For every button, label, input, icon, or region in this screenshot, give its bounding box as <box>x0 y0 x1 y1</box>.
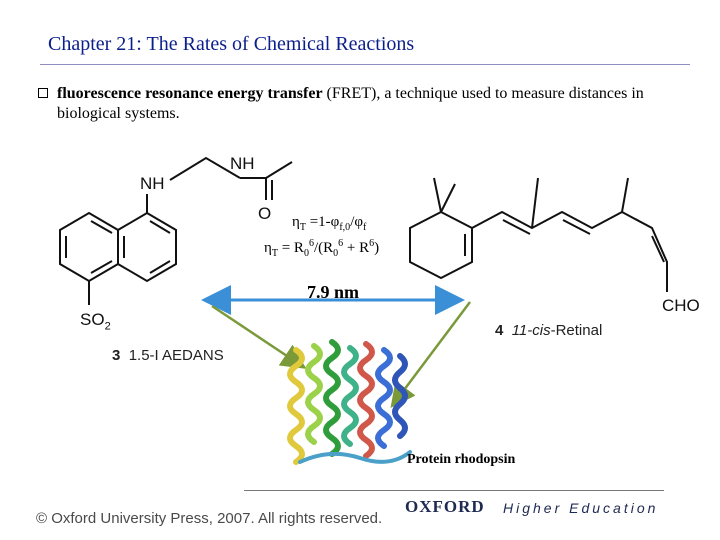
bullet-description: (FRET), a technique used to measure dist… <box>57 85 644 122</box>
footer-divider <box>244 490 664 491</box>
aldehyde-cho-label: CHO <box>662 296 700 315</box>
aedans-structure <box>59 156 293 305</box>
eq1-sub-f: f <box>363 222 367 233</box>
eq2-sub-0a: 0 <box>303 248 309 259</box>
eq2-sup-6c: 6 <box>369 238 375 249</box>
eq1-sub-t: T <box>299 222 306 233</box>
aedans-name: 1.5-I AEDANS <box>128 347 224 364</box>
amine-nh-label-top: NH <box>230 154 255 173</box>
amine-nh-label-side: NH <box>140 174 165 193</box>
sulfonate-subscript: 2 <box>104 320 111 333</box>
slide-title: Chapter 21: The Rates of Chemical Reacti… <box>48 33 415 55</box>
retinal-structure <box>409 177 668 292</box>
distance-label: 7.9 nm <box>307 282 360 302</box>
retinal-name-italic: 11-cis <box>511 322 551 339</box>
eq1-mid: =1-φ <box>305 214 340 230</box>
copyright-notice: © Oxford University Press, 2007. All rig… <box>36 510 383 527</box>
bullet-text: fluorescence resonance energy transfer (… <box>57 84 657 124</box>
title-divider <box>40 64 690 65</box>
sulfonate-symbol: SO <box>80 310 105 329</box>
eq2-sup-6a: 6 <box>308 238 314 249</box>
retinal-number: 4 <box>495 322 504 339</box>
eq2-c: /(R <box>313 240 334 256</box>
aedans-caption: 3 1.5-I AEDANS <box>112 347 224 364</box>
oxford-logo: OXFORD <box>405 497 485 516</box>
bullet-bold-term: fluorescence resonance energy transfer <box>57 85 323 102</box>
eq2-sub-t: T <box>271 248 278 259</box>
retinal-name-rest: -Retinal <box>550 322 603 339</box>
protein-label: Protein rhodopsin <box>407 452 516 467</box>
carbonyl-oxygen-label: O <box>258 204 272 223</box>
eq1-eta: η <box>292 214 300 230</box>
left-green-arrow <box>211 304 307 369</box>
retinal-caption: 4 11-cis-Retinal <box>495 322 602 339</box>
eq1-tail: /φ <box>350 214 364 230</box>
eq2-sup-6b: 6 <box>338 238 344 249</box>
bullet-square-icon <box>38 88 48 98</box>
eq1-sub-f0: f,0 <box>339 222 351 233</box>
aedans-number: 3 <box>112 347 121 364</box>
efficiency-equation-2: ηT = R06/(R06 + R6) <box>264 238 379 259</box>
eq2-sub-0b: 0 <box>333 248 339 259</box>
right-green-arrow <box>390 301 471 408</box>
sulfonate-label: SO2 <box>80 310 111 332</box>
efficiency-equation-1: ηT =1-φf,0/φf <box>292 214 366 233</box>
eq2-f: ) <box>374 240 380 256</box>
higher-education-logo: Higher Education <box>503 500 659 516</box>
eq2-e: + R <box>343 240 370 256</box>
eq2-a: = R <box>277 240 304 256</box>
rhodopsin-protein-image <box>287 339 412 465</box>
eq2-eta: η <box>264 240 272 256</box>
